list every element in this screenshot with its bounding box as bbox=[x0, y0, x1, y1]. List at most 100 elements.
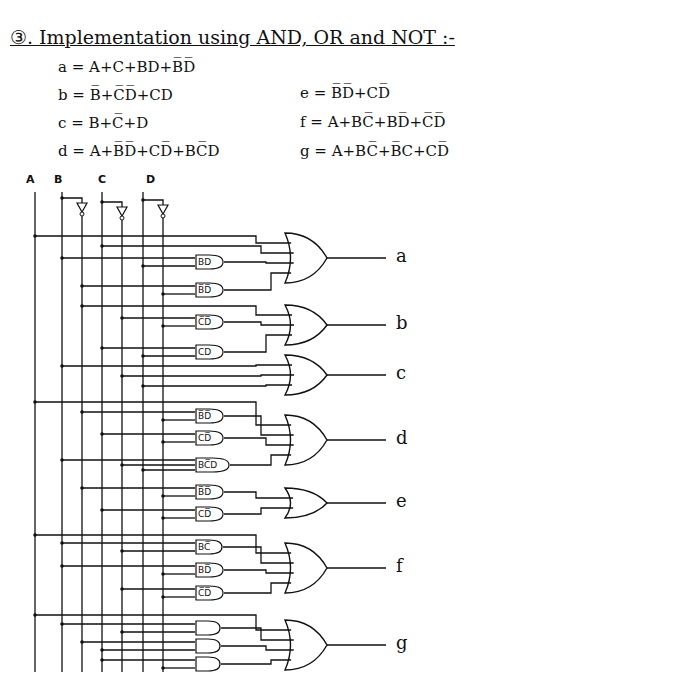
wire bbox=[122, 588, 195, 589]
output-name: b bbox=[396, 312, 408, 333]
wire bbox=[163, 441, 195, 442]
wire bbox=[230, 455, 291, 465]
junction-dot bbox=[60, 541, 64, 545]
wire bbox=[143, 265, 195, 266]
gate-term: C̅D̅ bbox=[195, 314, 224, 330]
gate-term: B̅D̅ bbox=[195, 484, 224, 500]
and-gate-shape bbox=[196, 540, 222, 554]
wire bbox=[221, 660, 291, 664]
boolean-equation: c = B+C̅+D bbox=[58, 114, 148, 132]
junction-dot bbox=[161, 418, 165, 422]
wire bbox=[224, 322, 294, 325]
wire bbox=[62, 257, 195, 258]
wire bbox=[163, 293, 195, 294]
output-name: f bbox=[396, 555, 403, 576]
wire bbox=[224, 492, 293, 498]
output-wire bbox=[327, 644, 386, 645]
not-gate bbox=[117, 207, 127, 216]
wire bbox=[221, 646, 294, 650]
wire bbox=[82, 487, 195, 488]
or-gate bbox=[285, 415, 327, 465]
wire bbox=[224, 262, 294, 263]
junction-dot bbox=[120, 549, 124, 553]
or-gate bbox=[285, 620, 327, 670]
wire bbox=[224, 416, 294, 435]
junction-dot bbox=[60, 622, 64, 626]
gate-term: B̅D̅ bbox=[195, 408, 224, 424]
junction-dot bbox=[161, 572, 165, 576]
wire bbox=[224, 583, 291, 593]
junction-dot bbox=[80, 284, 84, 288]
and-gate: C̅D̅ bbox=[195, 585, 224, 601]
gate-term: B̅D̅ bbox=[195, 282, 224, 298]
wire bbox=[143, 469, 195, 470]
junction-dot bbox=[100, 508, 104, 512]
input-name: A bbox=[26, 173, 35, 186]
output-wire bbox=[327, 439, 386, 440]
and-gate-shape bbox=[196, 507, 223, 521]
and-gate: BD bbox=[195, 254, 224, 270]
output-name: c bbox=[396, 362, 406, 383]
wire bbox=[35, 236, 291, 243]
wire bbox=[163, 517, 195, 518]
input-rail bbox=[142, 192, 143, 672]
gate-term: CD̅ bbox=[195, 506, 224, 522]
gate-term: CD bbox=[195, 344, 224, 360]
wire bbox=[224, 570, 294, 573]
or-gate bbox=[285, 543, 327, 593]
junction-dot bbox=[120, 630, 124, 634]
wire bbox=[122, 375, 294, 376]
wire bbox=[102, 433, 195, 434]
wire bbox=[224, 273, 291, 290]
and-gate-shape bbox=[196, 657, 220, 671]
wire bbox=[62, 542, 195, 543]
boolean-equation: b = B̅+C̅D̅+CD bbox=[58, 86, 173, 104]
junction-dot bbox=[161, 494, 165, 498]
wire bbox=[82, 285, 195, 286]
junction-dot bbox=[60, 564, 64, 568]
and-gate-shape bbox=[196, 409, 223, 423]
wire bbox=[224, 335, 292, 352]
and-gate: B̅D̅ bbox=[195, 484, 224, 500]
junction-dot bbox=[161, 516, 165, 520]
and-gate: BC̅ bbox=[195, 539, 223, 555]
junction-dot bbox=[161, 324, 165, 328]
gate-term: BC̅D bbox=[195, 457, 230, 473]
wire bbox=[62, 565, 195, 566]
junction-dot bbox=[120, 463, 124, 467]
boolean-equation: a = A+C+BD+B̅D̅ bbox=[58, 58, 195, 76]
wire bbox=[102, 509, 195, 510]
or-gate bbox=[285, 233, 327, 283]
wire bbox=[163, 419, 195, 420]
and-gate-shape bbox=[196, 255, 223, 269]
junction-dot bbox=[100, 346, 104, 350]
input-rail bbox=[34, 192, 35, 672]
input-name: D bbox=[146, 173, 155, 186]
junction-dot bbox=[141, 468, 145, 472]
junction-dot bbox=[141, 264, 145, 268]
wire bbox=[102, 202, 122, 207]
wire bbox=[163, 573, 195, 574]
junction-dot bbox=[100, 648, 104, 652]
wire bbox=[62, 623, 195, 624]
junction-dot bbox=[161, 292, 165, 296]
wire bbox=[223, 547, 294, 563]
wire bbox=[102, 659, 195, 660]
output-wire bbox=[327, 374, 386, 375]
output-name: g bbox=[396, 632, 408, 653]
input-name: B bbox=[54, 173, 62, 186]
wire bbox=[143, 200, 163, 205]
boolean-equation: f = A+BC̅+BD̅+C̅D̅ bbox=[300, 113, 446, 131]
wire bbox=[62, 365, 292, 366]
boolean-equation: e = B̅D̅+CD̅ bbox=[300, 84, 390, 102]
junction-dot bbox=[161, 440, 165, 444]
input-rail bbox=[61, 192, 62, 672]
wire bbox=[221, 628, 294, 640]
and-gate-shape bbox=[196, 586, 223, 600]
or-gate bbox=[285, 488, 327, 518]
and-gate: B̅D̅ bbox=[195, 282, 224, 298]
not-gate bbox=[77, 203, 87, 212]
output-name: e bbox=[396, 490, 407, 511]
junction-dot bbox=[100, 658, 104, 662]
